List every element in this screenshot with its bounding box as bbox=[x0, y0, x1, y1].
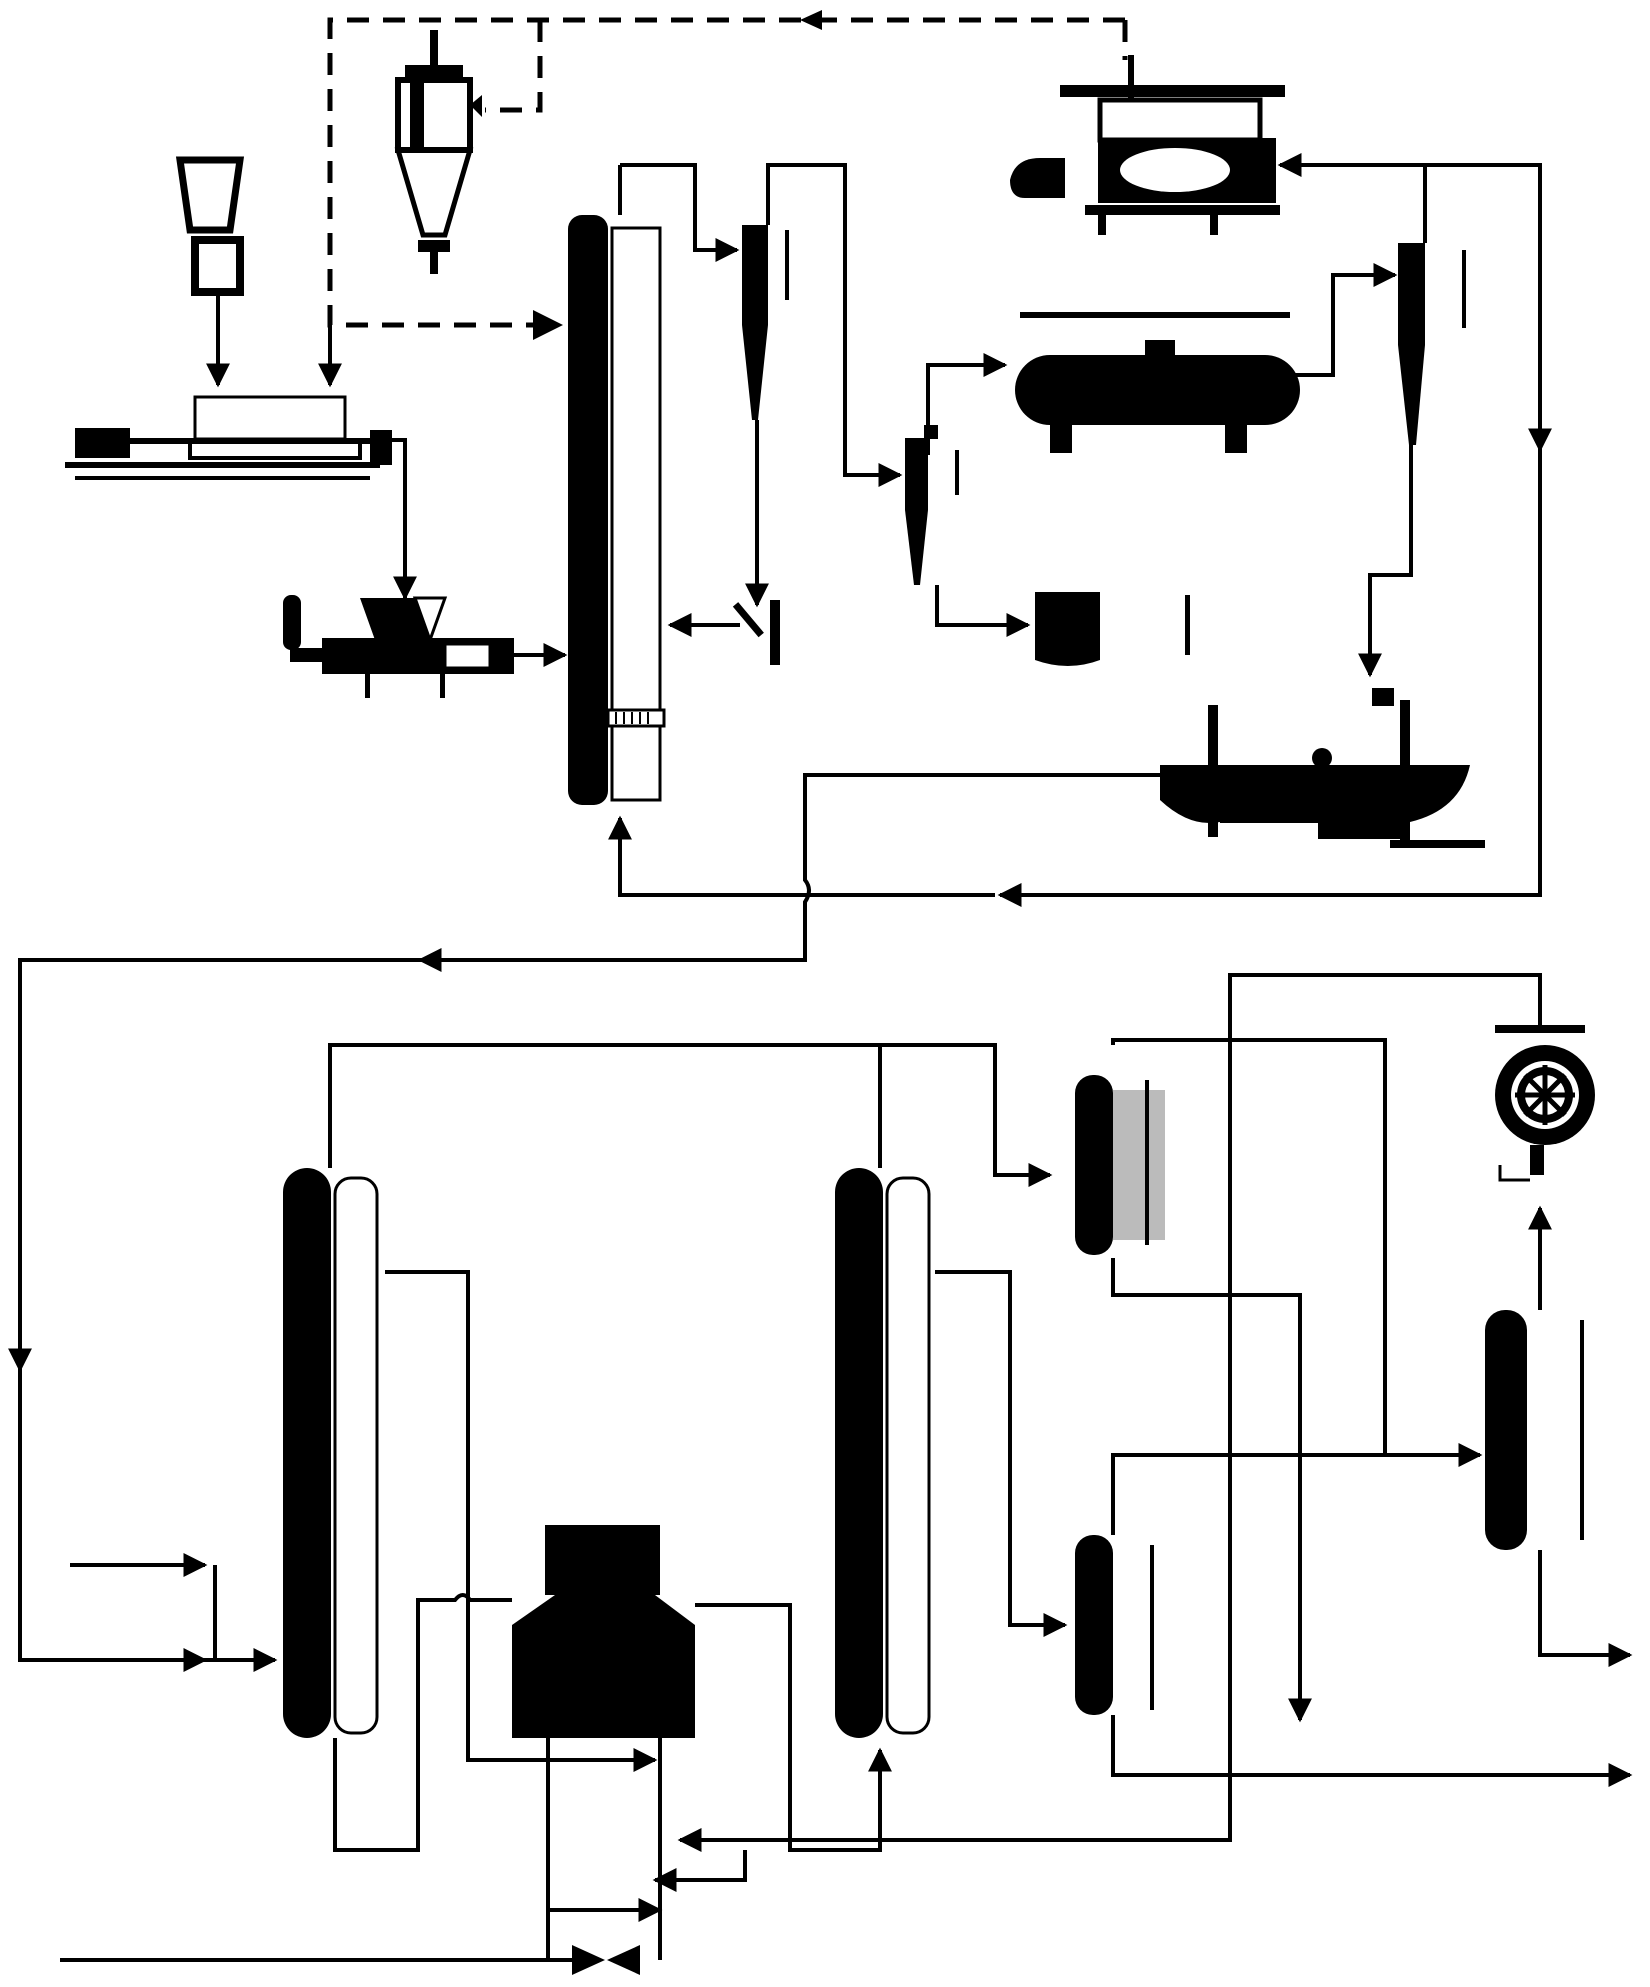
screw-mixer-1 bbox=[65, 395, 392, 480]
screw-feeder-2 bbox=[283, 595, 514, 698]
vessel-4 bbox=[1485, 1310, 1584, 1550]
separator-2 bbox=[905, 425, 959, 585]
central-heat-exchanger bbox=[512, 1525, 695, 1738]
riser-reactor-3 bbox=[568, 215, 666, 805]
vessel-1 bbox=[1075, 1535, 1154, 1715]
vessel-2 bbox=[1075, 1075, 1165, 1255]
horizontal-condenser bbox=[1015, 312, 1300, 453]
separator-3 bbox=[1398, 243, 1466, 445]
absorption-tower-1 bbox=[283, 1168, 379, 1738]
feed-hopper bbox=[175, 156, 245, 296]
cyclone-separator-11 bbox=[394, 30, 482, 274]
combustion-furnace bbox=[1010, 55, 1285, 235]
control-valve bbox=[572, 1945, 640, 1975]
blower-fan bbox=[1495, 1025, 1595, 1182]
valve-5 bbox=[732, 600, 780, 665]
tank-6 bbox=[1035, 592, 1190, 666]
dashed-recycle-line bbox=[327, 10, 1128, 340]
rotary-kiln bbox=[1160, 688, 1485, 848]
separator-1 bbox=[742, 225, 789, 420]
absorption-tower-2 bbox=[835, 1168, 931, 1738]
